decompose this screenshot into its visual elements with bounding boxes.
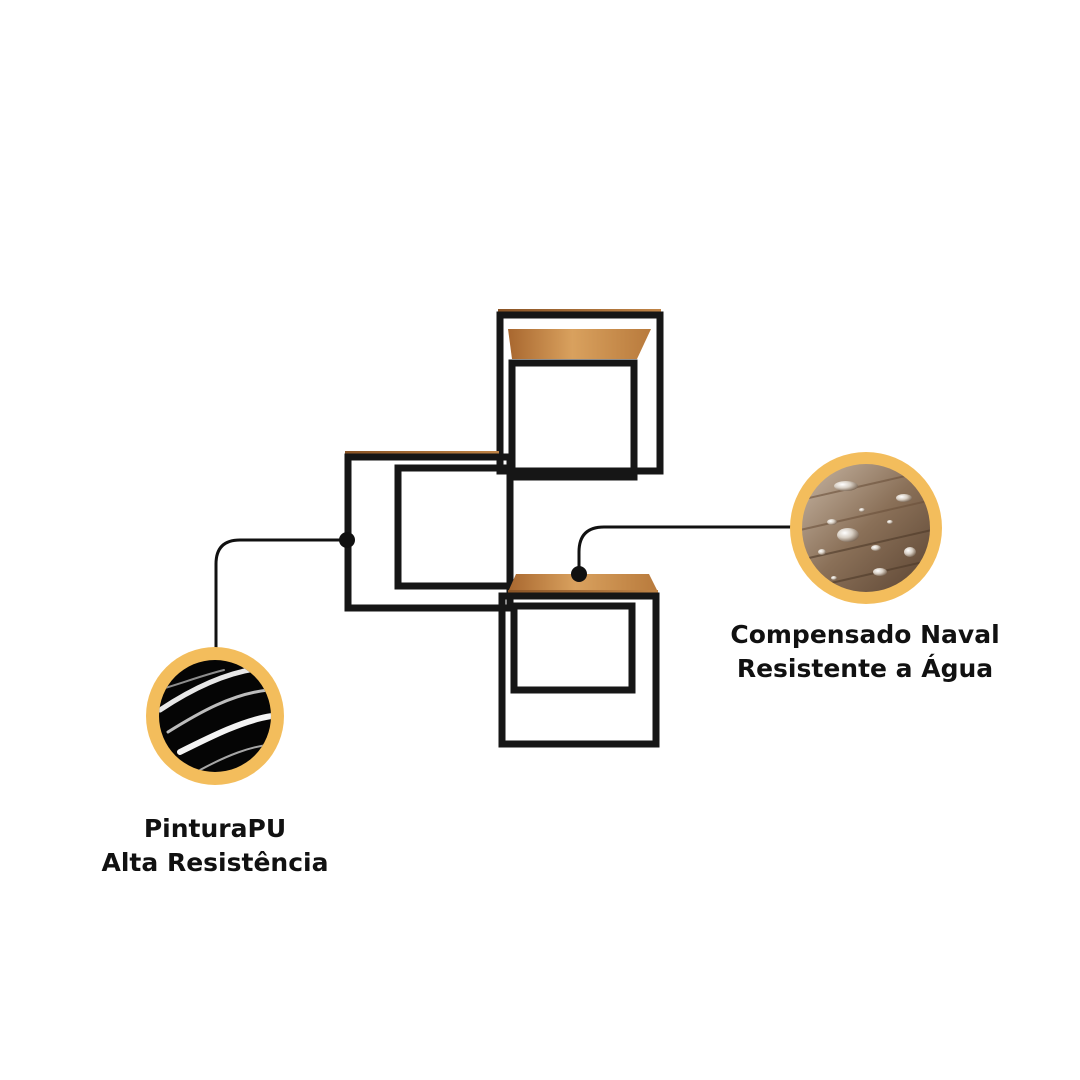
- feature-label-pu-paint: PinturaPU Alta Resistência: [60, 812, 370, 880]
- feature-label-marine-plywood: Compensado Naval Resistente a Água: [705, 618, 1025, 686]
- water-drops-on-wood-icon: [802, 464, 930, 592]
- feature-subtitle-marine-plywood: Resistente a Água: [736, 654, 994, 683]
- feature-title-pu-paint: PinturaPU: [143, 814, 287, 843]
- shelf-module-left: [344, 451, 514, 612]
- feature-circle-pu-paint: [146, 647, 284, 785]
- shelf-module-top: [496, 309, 664, 481]
- feature-title-marine-plywood: Compensado Naval: [730, 620, 1000, 649]
- callout-dot-left: [339, 532, 355, 548]
- shelf-module-bottom: [498, 574, 660, 748]
- feature-circle-marine-plywood: [790, 452, 942, 604]
- callout-line-right: [571, 525, 800, 582]
- callout-dot-right: [571, 566, 587, 582]
- callout-line-left: [214, 532, 355, 660]
- feature-subtitle-pu-paint: Alta Resistência: [101, 848, 329, 877]
